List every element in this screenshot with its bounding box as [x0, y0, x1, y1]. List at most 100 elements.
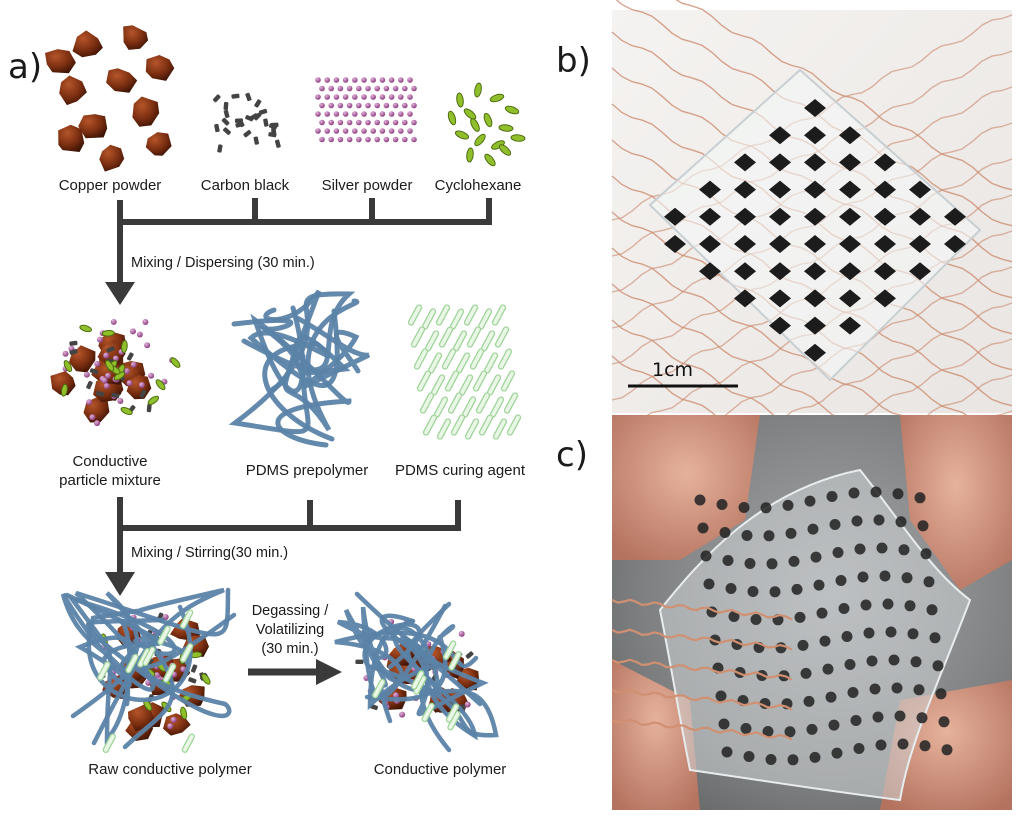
stretched-dot	[935, 688, 947, 700]
label-raw-conductive-polymer: Raw conductive polymer	[88, 761, 251, 778]
silver-particle	[89, 414, 96, 421]
conductive-dot	[769, 262, 791, 281]
conductive-dot	[909, 207, 931, 226]
stretched-dot	[718, 718, 730, 730]
conductive-dot	[944, 235, 966, 253]
curing-agent-molecule	[466, 326, 482, 348]
stretched-dot	[860, 599, 872, 611]
silver-particle	[374, 119, 381, 126]
silver-particle	[379, 111, 386, 117]
photo-c-stretched-sensor	[611, 415, 1012, 810]
stretched-dot	[775, 642, 787, 654]
silver-particle	[352, 111, 358, 117]
conductive-dot	[909, 262, 931, 281]
copper-particle	[45, 49, 76, 74]
stretched-dot	[804, 495, 816, 507]
curing-agent-molecule	[464, 418, 480, 440]
silver-particle	[407, 128, 413, 134]
curing-agent-molecule	[506, 414, 522, 436]
stretched-dot	[813, 579, 825, 591]
curing-agent-molecule	[436, 418, 452, 440]
silver-particle	[464, 701, 471, 708]
stretched-dot	[938, 716, 950, 728]
curing-agent-molecule	[157, 625, 171, 646]
silver-particle	[458, 630, 465, 637]
curing-agent-molecule	[419, 392, 435, 414]
silver-particle	[407, 77, 413, 83]
stretched-dot	[888, 654, 900, 666]
conductive-dot	[874, 153, 896, 172]
stretched-dot	[904, 600, 916, 612]
stretched-dot	[926, 604, 938, 616]
panel-label-b: b)	[556, 41, 591, 81]
conductive-dot	[804, 180, 826, 199]
silver-particle	[365, 85, 371, 92]
connector-1	[117, 198, 492, 285]
stretched-dot	[892, 488, 904, 500]
label-conductive-mixture-line1: Conductive	[72, 453, 147, 470]
label-copper-powder: Copper powder	[59, 177, 162, 194]
silver-particle	[388, 94, 395, 100]
stretched-dot	[787, 754, 799, 766]
silver-particle	[407, 111, 413, 117]
carbon-particle	[111, 392, 120, 399]
silver-particle	[398, 128, 404, 134]
curing-agent-molecule	[179, 643, 194, 663]
copper-particle	[50, 371, 76, 396]
silver-particle	[162, 614, 169, 621]
silver-particle	[383, 136, 390, 143]
curing-agent-molecule	[449, 308, 465, 330]
cyclohexane-molecule	[470, 118, 480, 132]
cyclohexane-molecule	[489, 93, 505, 103]
cyclohexane-molecule	[504, 105, 520, 115]
copper-wire-c	[611, 628, 793, 651]
finger-top-left	[612, 415, 760, 560]
curing-agent-molecule	[448, 651, 462, 671]
silver-particle	[398, 77, 404, 83]
stretched-dot	[760, 502, 772, 514]
photo-b-sensor-array: 1cm	[611, 0, 1013, 617]
carbon-particle	[139, 389, 147, 398]
copper-particle	[145, 132, 172, 156]
silver-particle	[342, 111, 349, 117]
stretched-dot	[782, 499, 794, 511]
cyclohexane-molecule	[105, 359, 115, 372]
conductive-polymer-illustration	[334, 591, 499, 753]
silver-particle	[319, 136, 325, 143]
silver-particle	[392, 102, 399, 109]
stretched-dot	[932, 660, 944, 672]
curing-agent-molecule	[450, 414, 466, 436]
stretched-dot	[919, 740, 931, 752]
silver-particle	[337, 136, 344, 143]
label-pdms-prepolymer: PDMS prepolymer	[246, 462, 369, 479]
stretched-dot	[715, 690, 727, 702]
carbon-particle	[465, 651, 474, 659]
silver-particle	[328, 85, 335, 92]
stretched-dot	[822, 663, 834, 675]
stretched-dot	[898, 544, 910, 556]
stretched-dot	[725, 583, 737, 594]
conductive-dot	[804, 289, 826, 308]
carbon-particle	[223, 127, 231, 135]
cyclohexane-molecule	[498, 144, 512, 156]
stretched-dot	[870, 486, 882, 498]
carbon-particle	[243, 129, 252, 138]
step-degassing-line2: Volatilizing	[256, 622, 325, 638]
stretched-dot	[901, 572, 913, 584]
carbon-particle	[190, 664, 198, 673]
conductive-dot	[804, 207, 826, 226]
stretched-pdms-sheet	[658, 468, 972, 802]
silver-particle	[138, 382, 145, 389]
silver-particle	[365, 102, 371, 109]
label-carbon-black: Carbon black	[201, 177, 290, 194]
carbon-particle	[258, 108, 268, 115]
silver-particle	[342, 94, 349, 100]
conductive-dot	[804, 153, 826, 172]
stretched-dot	[825, 691, 837, 703]
conductive-dot	[804, 99, 826, 117]
silver-particle	[333, 128, 340, 134]
silver-particle	[324, 128, 331, 134]
silver-particle	[370, 94, 377, 100]
silver-particle	[361, 111, 367, 117]
carbon-particle	[95, 390, 105, 397]
